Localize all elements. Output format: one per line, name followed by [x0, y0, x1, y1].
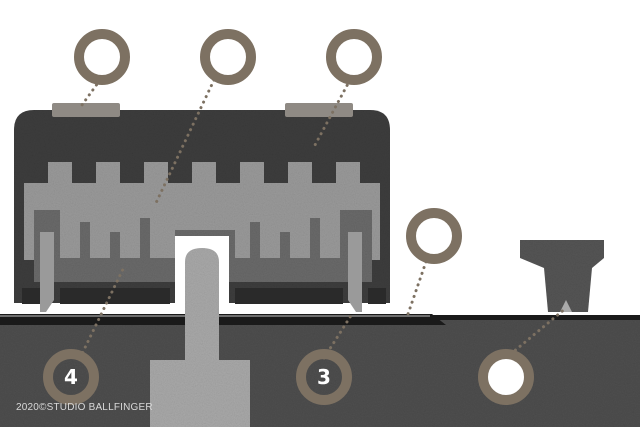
callout-label-2: 2: [499, 365, 513, 389]
latch-left: [40, 232, 54, 312]
latch-right: [348, 232, 362, 312]
callout-label-6: 6: [347, 45, 361, 69]
copyright-text: 2020©STUDIO BALLFINGER: [16, 402, 153, 413]
leader-5: [153, 78, 216, 207]
foot-right: [368, 288, 386, 304]
slot-left: [60, 288, 170, 304]
callout-badge-6: 6: [326, 29, 382, 85]
nub-tip: [560, 300, 572, 312]
leader-4: [78, 263, 127, 360]
foot-left: [22, 288, 40, 304]
top-pad-left: [52, 103, 120, 117]
thin-plate-right: [432, 315, 640, 320]
leader-lines: [78, 78, 568, 360]
callout-badge-4: 4: [43, 349, 99, 405]
callout-label-3: 3: [317, 365, 331, 389]
callout-badge-7: 7: [74, 29, 130, 85]
callout-label-4: 4: [64, 365, 78, 389]
leader-2: [504, 306, 568, 360]
standalone-nub: [520, 240, 604, 312]
callout-badge-3: 3: [296, 349, 352, 405]
top-pad-right: [285, 103, 353, 117]
callout-badge-5: 5: [200, 29, 256, 85]
leader-6: [313, 78, 352, 147]
callout-badge-2: 2: [478, 349, 534, 405]
callout-label-1: 1: [427, 224, 441, 248]
callout-label-5: 5: [221, 45, 235, 69]
leader-3: [322, 312, 354, 360]
center-post: [150, 248, 250, 427]
callout-badge-1: 1: [406, 208, 462, 264]
callout-label-7: 7: [95, 45, 109, 69]
slot-right: [235, 288, 343, 304]
leader-1: [406, 254, 430, 316]
